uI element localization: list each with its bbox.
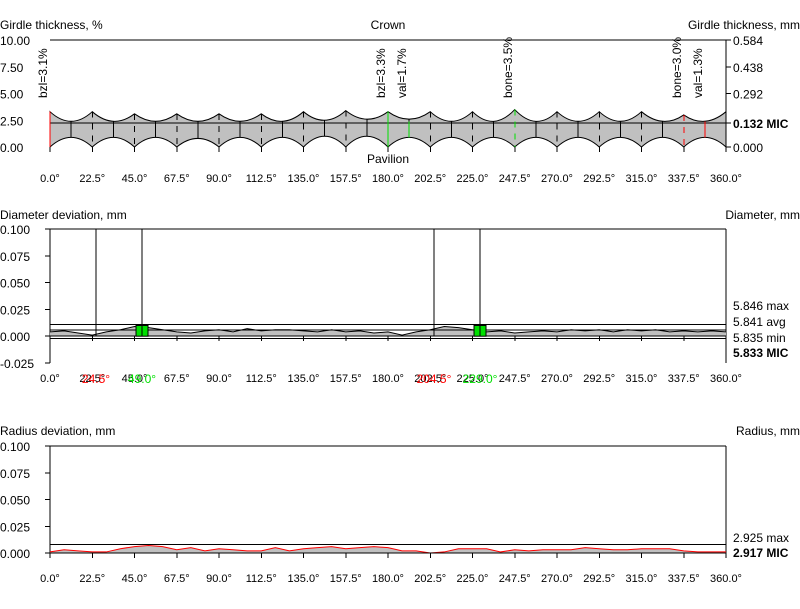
girdle-annotation-label: bone=3.5% — [501, 37, 515, 98]
girdle-x-tick-label: 22.5° — [79, 173, 105, 185]
girdle-x-tick-label: 90.0° — [206, 173, 232, 185]
diameter-marker-label: 229.0° — [463, 372, 498, 386]
girdle-x-tick-label: 247.5° — [499, 173, 531, 185]
diameter-y-tick-label: 0.025 — [0, 303, 30, 317]
girdle-y-tick-label: 0.00 — [0, 141, 24, 155]
radius-y-tick-label: 0.100 — [0, 440, 30, 454]
diameter-x-tick-label: 270.0° — [541, 373, 573, 385]
diameter-y-tick-label: 0.000 — [0, 330, 30, 344]
girdle-right-tick-label: 0.438 — [733, 61, 763, 75]
girdle-y-tick-label: 7.50 — [0, 61, 24, 75]
girdle-right-tick-label: 0.584 — [733, 34, 763, 48]
radius-y-tick-label: 0.025 — [0, 520, 30, 534]
girdle-x-tick-label: 270.0° — [541, 173, 573, 185]
diameter-x-tick-label: 90.0° — [206, 373, 232, 385]
radius-x-tick-label: 337.5° — [668, 573, 700, 585]
diameter-y-tick-label: -0.025 — [0, 357, 34, 371]
radius-x-tick-label: 90.0° — [206, 573, 232, 585]
diameter-x-tick-label: 45.0° — [122, 373, 148, 385]
girdle-x-tick-label: 315.0° — [626, 173, 658, 185]
diameter-x-tick-label: 67.5° — [164, 373, 190, 385]
girdle-x-tick-label: 337.5° — [668, 173, 700, 185]
girdle-x-tick-label: 360.0° — [710, 173, 742, 185]
girdle-x-tick-label: 202.5° — [414, 173, 446, 185]
girdle-right-tick-label: 0.292 — [733, 88, 763, 102]
radius-x-tick-label: 112.5° — [246, 573, 277, 585]
diameter-x-tick-label: 337.5° — [668, 373, 700, 385]
pavilion-label: Pavilion — [367, 152, 409, 166]
girdle-y-tick-label: 5.00 — [0, 88, 24, 102]
radius-x-tick-label: 0.0° — [40, 573, 60, 585]
girdle-x-tick-label: 135.0° — [288, 173, 320, 185]
diameter-mic-label: 5.833 MIC — [733, 346, 789, 360]
diameter-x-tick-label: 225.0° — [457, 373, 489, 385]
radius-x-tick-label: 292.5° — [583, 573, 615, 585]
radius-max-label: 2.925 max — [733, 531, 789, 545]
girdle-x-tick-label: 67.5° — [164, 173, 190, 185]
diameter-x-tick-label: 180.0° — [372, 373, 404, 385]
girdle-x-tick-label: 292.5° — [583, 173, 615, 185]
radius-x-tick-label: 180.0° — [372, 573, 404, 585]
radius-x-tick-label: 315.0° — [626, 573, 658, 585]
girdle-mic-label: 0.132 MIC — [733, 117, 789, 131]
radius-x-tick-label: 157.5° — [330, 573, 362, 585]
radius-y-tick-label: 0.000 — [0, 547, 30, 561]
radius-x-tick-label: 22.5° — [79, 573, 105, 585]
radius-x-tick-label: 270.0° — [541, 573, 573, 585]
radius-y-tick-label: 0.075 — [0, 467, 30, 481]
diameter-x-tick-label: 292.5° — [583, 373, 615, 385]
diameter-x-tick-label: 247.5° — [499, 373, 531, 385]
diameter-max-label: 5.846 max — [733, 299, 789, 313]
diameter-x-tick-label: 202.5° — [414, 373, 446, 385]
radius-right-axis-title: Radius, mm — [736, 424, 800, 438]
diameter-avg-label: 5.841 avg — [733, 315, 786, 329]
girdle-y-tick-label: 10.00 — [0, 34, 30, 48]
diameter-y-tick-label: 0.050 — [0, 277, 30, 291]
radius-deviation-line — [49, 545, 726, 554]
girdle-x-tick-label: 45.0° — [122, 173, 148, 185]
girdle-x-tick-label: 180.0° — [372, 173, 404, 185]
diameter-x-tick-label: 22.5° — [79, 373, 105, 385]
girdle-y-tick-label: 2.50 — [0, 114, 24, 128]
girdle-left-axis-title: Girdle thickness, % — [0, 18, 103, 32]
diameter-marker-label: 49.0° — [128, 372, 156, 386]
radius-x-tick-label: 225.0° — [457, 573, 489, 585]
radius-x-tick-label: 202.5° — [414, 573, 446, 585]
girdle-annotation-label: bone=3.0% — [670, 37, 684, 98]
girdle-annotation-label: val=1.3% — [691, 48, 705, 98]
diameter-y-tick-label: 0.075 — [0, 250, 30, 264]
radius-mic-label: 2.917 MIC — [733, 546, 789, 560]
girdle-right-axis-title: Girdle thickness, mm — [688, 18, 800, 32]
diameter-min-label: 5.835 min — [733, 331, 786, 345]
diameter-x-tick-label: 315.0° — [626, 373, 658, 385]
radius-x-tick-label: 67.5° — [164, 573, 190, 585]
radius-y-tick-label: 0.050 — [0, 494, 30, 508]
girdle-annotation-label: val=1.7% — [395, 48, 409, 98]
diameter-x-tick-label: 112.5° — [246, 373, 277, 385]
girdle-annotation-label: bzl=3.1% — [36, 48, 50, 98]
radius-x-tick-label: 360.0° — [710, 573, 742, 585]
radius-left-axis-title: Radius deviation, mm — [0, 424, 115, 438]
diameter-left-axis-title: Diameter deviation, mm — [0, 208, 127, 222]
girdle-right-tick-label: 0.000 — [733, 141, 763, 155]
radius-x-tick-label: 135.0° — [288, 573, 320, 585]
girdle-x-tick-label: 157.5° — [330, 173, 362, 185]
girdle-annotation-label: bzl=3.3% — [374, 48, 388, 98]
radius-x-tick-label: 45.0° — [122, 573, 148, 585]
girdle-x-tick-label: 0.0° — [40, 173, 60, 185]
diameter-x-tick-label: 360.0° — [710, 373, 742, 385]
diameter-deviation-area — [50, 326, 726, 337]
diameter-y-tick-label: 0.100 — [0, 223, 30, 237]
diameter-marker-label: 24.5° — [82, 372, 110, 386]
radius-x-tick-label: 247.5° — [499, 573, 531, 585]
diameter-right-axis-title: Diameter, mm — [725, 208, 800, 222]
diameter-marker-label: 204.5° — [417, 372, 452, 386]
radius-deviation-area — [50, 545, 726, 553]
diameter-x-tick-label: 157.5° — [330, 373, 362, 385]
girdle-x-tick-label: 225.0° — [457, 173, 489, 185]
girdle-x-tick-label: 112.5° — [246, 173, 277, 185]
diameter-x-tick-label: 0.0° — [40, 373, 60, 385]
diameter-x-tick-label: 135.0° — [288, 373, 320, 385]
crown-label: Crown — [371, 18, 406, 32]
